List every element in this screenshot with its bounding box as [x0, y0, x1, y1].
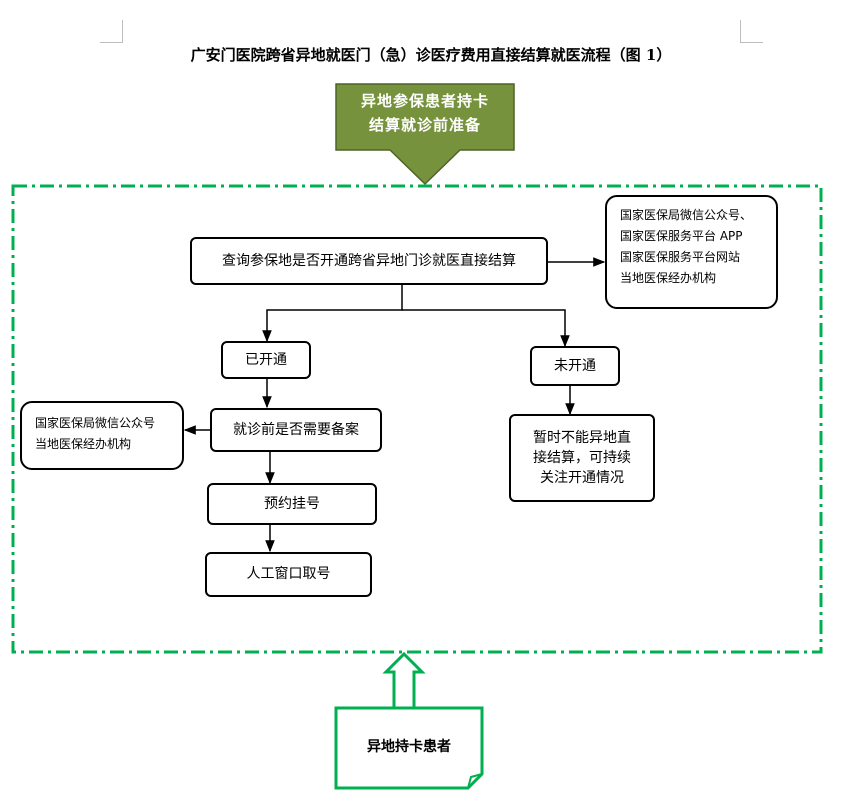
filing-question-box: 就诊前是否需要备案	[210, 408, 382, 452]
query-source-3: 国家医保服务平台网站	[620, 250, 741, 264]
patient-box-fold	[467, 773, 483, 789]
start-step-label: 异地参保患者持卡 结算就诊前准备	[336, 89, 514, 137]
appointment-box: 预约挂号	[207, 483, 377, 525]
start-step-line-2: 结算就诊前准备	[368, 116, 481, 134]
start-step-line-1: 异地参保患者持卡	[360, 92, 489, 110]
process-frame	[11, 184, 823, 654]
not-available-line-2: 接结算，可持续	[533, 449, 631, 466]
query-source-4: 当地医保经办机构	[620, 271, 717, 285]
filing-source-1: 国家医保局微信公众号	[35, 416, 156, 430]
window-ticket-box: 人工窗口取号	[205, 552, 372, 597]
page-title: 广安门医院跨省异地就医门（急）诊医疗费用直接结算就医流程（图 1）	[190, 46, 672, 64]
split-line-right	[402, 309, 570, 348]
not-opened-box: 未开通	[530, 346, 620, 386]
corner-mark-right	[740, 20, 763, 43]
filing-sources-note: 国家医保局微信公众号 当地医保经办机构	[20, 401, 184, 470]
query-box: 查询参保地是否开通跨省异地门诊就医直接结算	[190, 237, 548, 285]
not-available-line-3: 关注开通情况	[540, 470, 624, 487]
query-source-1: 国家医保局微信公众号、	[620, 208, 753, 222]
query-source-2: 国家医保服务平台 APP	[620, 229, 743, 243]
patient-box-shape	[334, 706, 484, 790]
start-arrow-shape	[335, 83, 515, 186]
opened-box: 已开通	[221, 341, 311, 379]
corner-mark-left	[100, 20, 123, 43]
not-available-line-1: 暂时不能异地直	[533, 429, 631, 446]
query-sources-note: 国家医保局微信公众号、 国家医保服务平台 APP 国家医保服务平台网站 当地医保…	[605, 195, 778, 309]
patient-label: 异地持卡患者	[367, 739, 451, 755]
not-available-box: 暂时不能异地直 接结算，可持续 关注开通情况	[509, 414, 655, 502]
split-line	[262, 284, 403, 343]
patient-up-arrow-shape	[382, 651, 426, 710]
filing-source-2: 当地医保经办机构	[35, 437, 132, 451]
